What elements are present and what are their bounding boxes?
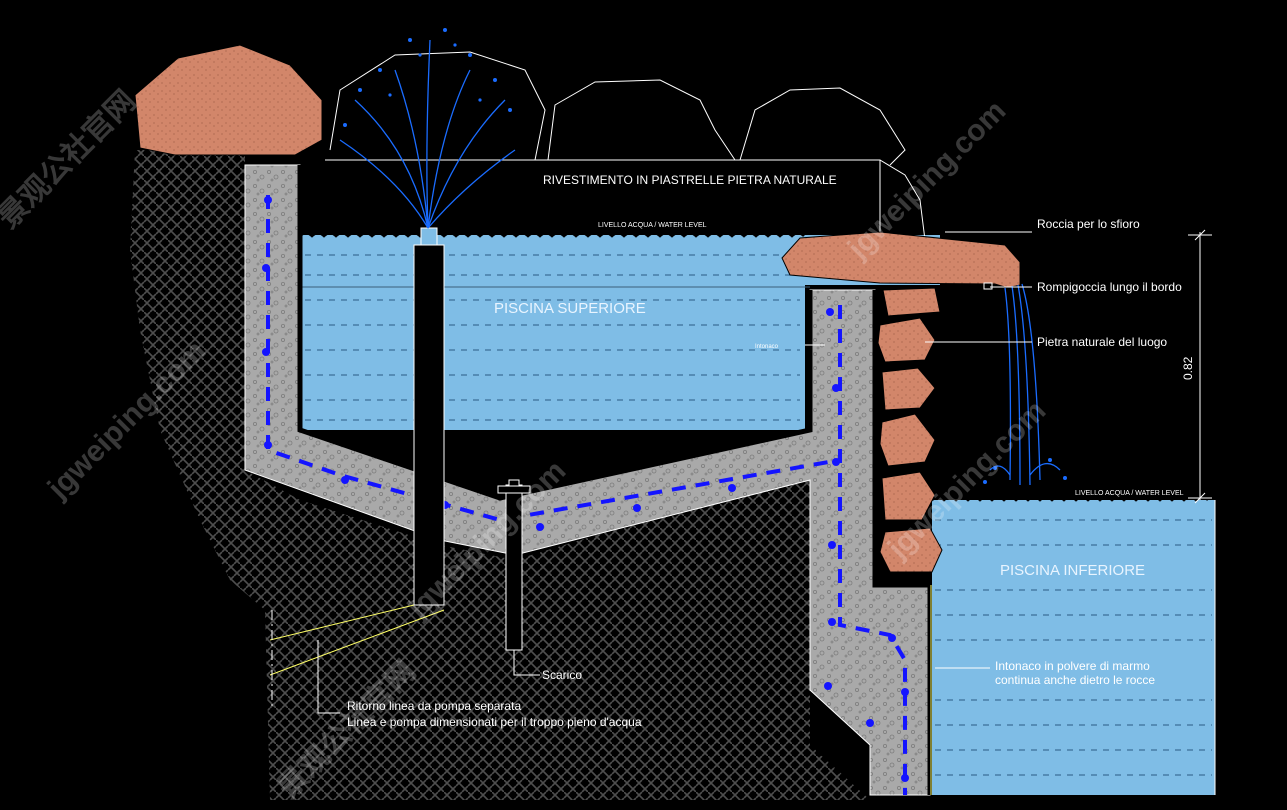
label-rompigoccia: Rompigoccia lungo il bordo <box>1037 280 1182 294</box>
label-ritorno-line2: Linea e pompa dimensionati per il troppo… <box>347 715 642 729</box>
label-intonaco-small: Intonaco <box>755 344 779 350</box>
lower-water-waves <box>931 495 1209 502</box>
drip-edge <box>983 282 993 290</box>
upper-pool-liner <box>297 165 813 501</box>
label-roccia-sfioro: Roccia per lo sfioro <box>1037 217 1140 231</box>
background-rocks <box>325 51 926 241</box>
overflow-stream <box>989 283 1061 486</box>
soil-ground <box>130 150 870 800</box>
overflow-rock <box>781 231 1021 289</box>
fountain-nozzle <box>420 227 438 246</box>
splash-drops <box>983 458 1067 484</box>
fountain-spray <box>339 39 516 229</box>
label-rivestimento: RIVESTIMENTO IN PIASTRELLE PIETRA NATURA… <box>543 173 837 187</box>
label-pietra-naturale: Pietra naturale del luogo <box>1037 335 1167 349</box>
drain-knob <box>508 479 520 487</box>
label-ritorno-line1: Ritorno linea da pompa separata <box>347 699 521 713</box>
lower-pool-water <box>932 500 1215 795</box>
label-water-level-upper: LIVELLO ACQUA / WATER LEVEL <box>598 222 707 229</box>
label-intonaco-line2: continua anche dietro le rocce <box>995 673 1155 687</box>
right-wall-liner <box>872 290 933 795</box>
stacked-stones <box>877 287 943 573</box>
upper-pool-dashes <box>305 254 800 421</box>
label-intonaco-line1: Intonaco in polvere di marmo <box>995 659 1150 673</box>
top-stone-left <box>134 44 323 156</box>
fountain-pipe <box>413 244 445 606</box>
watermark-cn-left: 景观公社官网 <box>0 84 142 235</box>
return-line <box>269 604 445 676</box>
dimension-0.82 <box>1188 229 1212 504</box>
dimension-label: 0.82 <box>1181 356 1195 380</box>
label-piscina-superiore: PISCINA SUPERIORE <box>494 300 646 317</box>
leader-lines <box>317 231 1032 714</box>
fountain-drops <box>343 28 512 127</box>
label-water-level-lower: LIVELLO ACQUA / WATER LEVEL <box>1075 490 1184 497</box>
upper-pool-water <box>300 235 805 430</box>
lower-pool-dashes <box>935 519 1212 776</box>
label-scarico: Scarico <box>542 668 582 682</box>
label-piscina-inferiore: PISCINA INFERIORE <box>1000 562 1145 579</box>
upper-water-waves <box>299 231 805 238</box>
